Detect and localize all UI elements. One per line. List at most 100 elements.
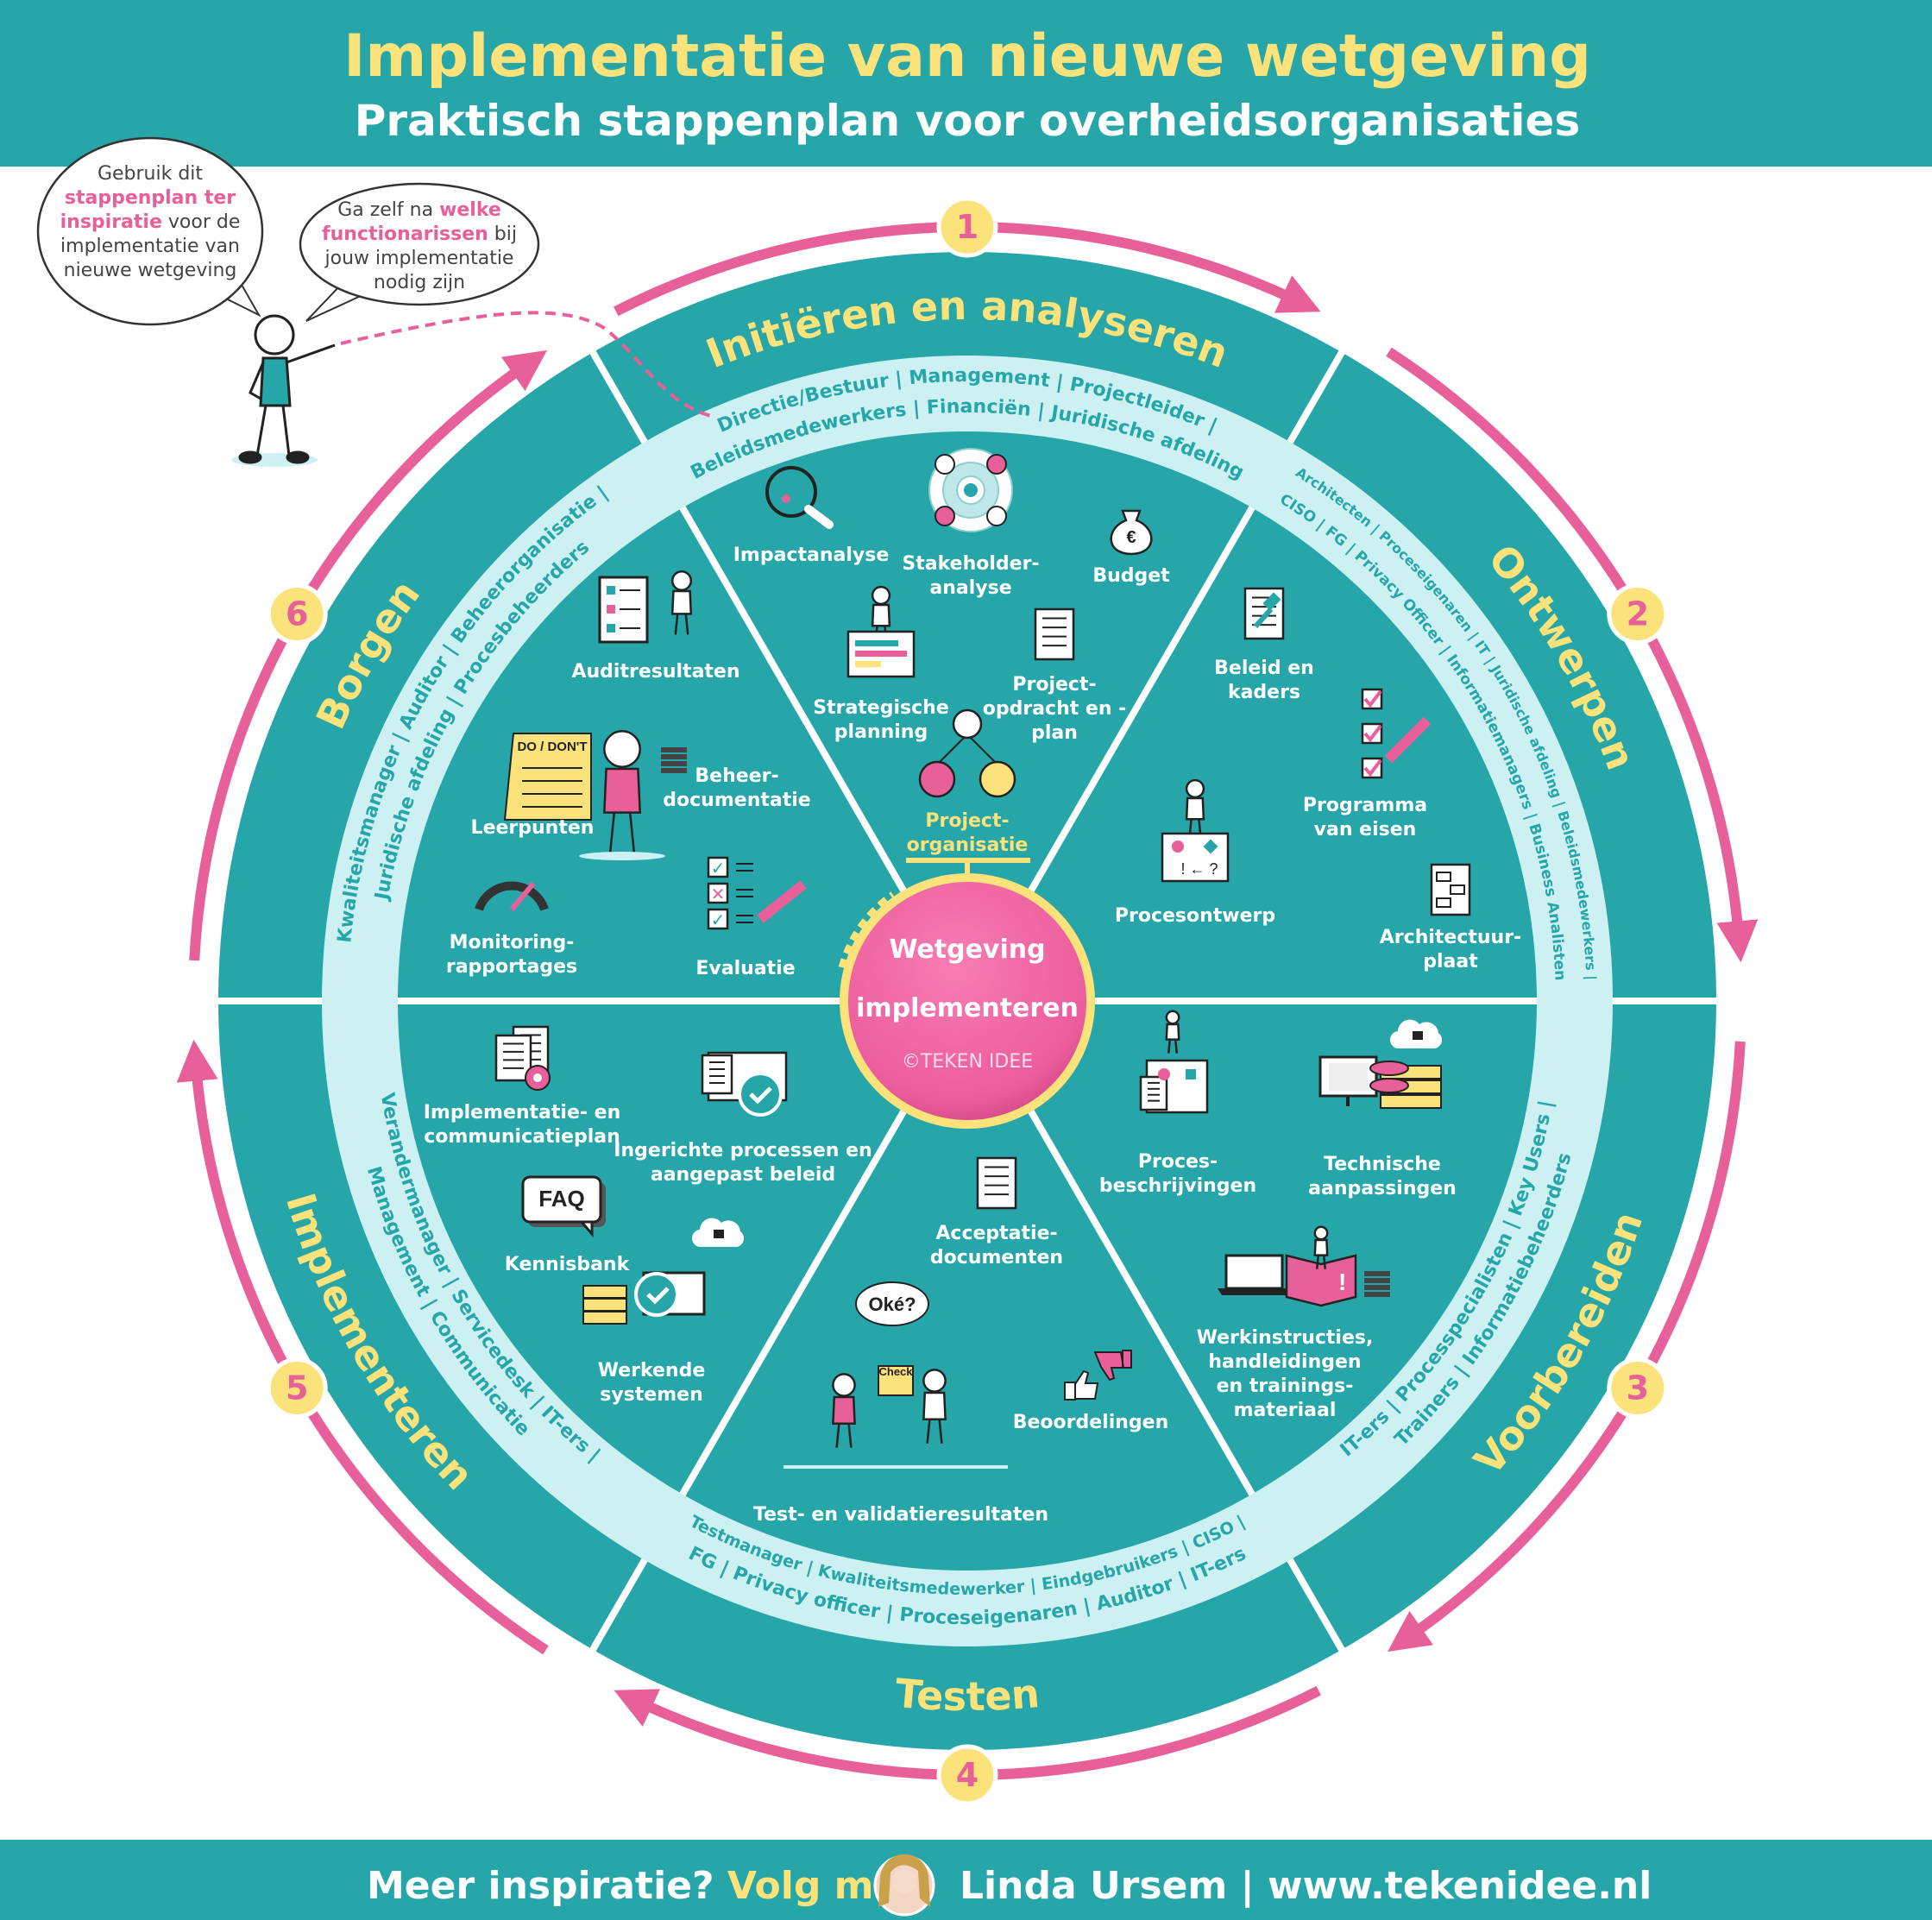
process-paper-icon xyxy=(1139,1010,1209,1114)
check-note: Check xyxy=(878,1365,913,1378)
phase-4-item-label: Acceptatie-documenten xyxy=(930,1223,1063,1268)
svg-text:!: ! xyxy=(1338,1268,1346,1295)
step-number: 1 xyxy=(956,208,979,246)
item-label-line: Project- xyxy=(925,810,1009,832)
person-icon xyxy=(579,730,687,860)
bubble-line: Gebruik dit xyxy=(98,163,203,185)
faq-text: FAQ xyxy=(538,1186,584,1212)
item-label-line: organisatie xyxy=(907,834,1029,856)
sticky-note-icon: DO / DON'T xyxy=(503,733,592,821)
item-label-line: Evaluatie xyxy=(695,958,795,979)
dashed-pointer-line xyxy=(340,311,715,419)
step-1-badge: 1 xyxy=(936,196,998,258)
bubble-text: nodig zijn xyxy=(374,272,465,293)
item-label-line: en trainings- xyxy=(1217,1375,1354,1397)
footer-author-website[interactable]: Linda Ursem | www.tekenidee.nl xyxy=(960,1864,1652,1908)
phase-2-item-label: Procesontwerp xyxy=(1115,905,1275,927)
step-2-badge: 2 xyxy=(1607,583,1669,645)
bubble-text: implementatie van xyxy=(60,236,240,257)
gauge-icon xyxy=(475,881,549,911)
audit-board-icon xyxy=(598,570,693,644)
item-label-line: Kennisbank xyxy=(505,1254,631,1275)
page-subtitle: Praktisch stappenplan voor overheidsorga… xyxy=(355,96,1580,146)
magnifier-icon xyxy=(765,466,834,529)
two-people-icon: Check Oké? xyxy=(783,1281,1008,1469)
item-label-line: opdracht en - xyxy=(983,698,1127,720)
footer-inspiration: Meer inspiratie? xyxy=(367,1864,727,1908)
bubble-text: nieuwe wetgeving xyxy=(64,260,237,281)
step-number: 2 xyxy=(1627,595,1649,633)
document-icon xyxy=(1034,607,1075,661)
phase-1-item-label: Project-opdracht en -plan xyxy=(983,674,1127,744)
bubble-line: nodig zijn xyxy=(374,272,465,293)
item-label-line: Auditresultaten xyxy=(571,661,739,683)
item-label-line: plan xyxy=(1031,722,1078,744)
item-label-line: beschrijvingen xyxy=(1099,1175,1256,1197)
bubble-line: Ga zelf na welke xyxy=(337,199,501,221)
item-label-line: Leerpunten xyxy=(471,817,595,839)
do-dont-label: DO / DON'T xyxy=(517,740,587,754)
step-3-badge: 3 xyxy=(1607,1357,1669,1419)
item-label-line: kaders xyxy=(1228,682,1300,703)
item-label-line: Acceptatie- xyxy=(935,1223,1057,1244)
svg-text:✓: ✓ xyxy=(711,911,726,930)
process-board-icon: ! ← ? xyxy=(1161,778,1230,883)
item-label-line: Programma xyxy=(1303,795,1427,816)
bubble-highlight: functionarissen xyxy=(322,223,488,245)
phase-1-item-label: Project-organisatie xyxy=(907,810,1029,856)
presenter-figure-icon xyxy=(231,314,336,467)
item-label-line: handleidingen xyxy=(1208,1351,1361,1373)
phase-1-item-label: Stakeholder-analyse xyxy=(902,553,1039,599)
flowchart-document-icon xyxy=(1430,863,1471,916)
documents-gear-icon xyxy=(494,1025,551,1091)
oke-text: Oké? xyxy=(868,1294,916,1315)
bubble-line: implementatie van xyxy=(60,236,240,257)
bubble-highlight: inspiratie xyxy=(60,211,162,233)
server-cloud-icon xyxy=(1318,1019,1443,1109)
bubble-text: Gebruik dit xyxy=(98,163,203,185)
stakeholder-target-icon xyxy=(928,448,1013,532)
page-title: Implementatie van nieuwe wetgeving xyxy=(343,22,1591,91)
phase-6-item-label: Auditresultaten xyxy=(571,661,739,683)
systems-icon xyxy=(582,1218,745,1325)
phase-4-item-label: Test- en validatieresultaten xyxy=(753,1504,1048,1526)
document-list-icon xyxy=(976,1156,1017,1210)
bubble-line: functionarissen bij xyxy=(322,223,517,245)
item-label-line: plaat xyxy=(1423,951,1478,973)
phase-6-item-label: Monitoring-rapportages xyxy=(446,932,577,978)
bubble-highlight: welke xyxy=(439,199,501,221)
svg-text:€: € xyxy=(1126,528,1136,547)
phase-2-item-label: Programma van eisen xyxy=(1303,795,1427,840)
checklist-pencil-icon xyxy=(1361,688,1432,779)
bubble-line: inspiratie voor de xyxy=(60,211,241,233)
svg-text:✓: ✓ xyxy=(711,859,726,878)
phase-2-item-label: Architectuur-plaat xyxy=(1380,927,1521,973)
step-number: 4 xyxy=(956,1756,979,1794)
step-number: 3 xyxy=(1627,1369,1649,1407)
item-label-line: van eisen xyxy=(1314,819,1417,840)
item-label-line: documentatie xyxy=(663,790,810,811)
bubble-text: voor de xyxy=(162,211,240,233)
phase-3-item-label: Proces-beschrijvingen xyxy=(1099,1151,1256,1197)
item-label-line: documenten xyxy=(930,1247,1063,1268)
checklist-icon: ✓✕✓ xyxy=(707,856,807,930)
item-label-line: rapportages xyxy=(446,956,577,978)
item-label-line: Project- xyxy=(1012,674,1096,696)
bubble-line: nieuwe wetgeving xyxy=(64,260,237,281)
item-label-line: systemen xyxy=(600,1384,702,1406)
item-label-line: Werkinstructies, xyxy=(1197,1327,1374,1349)
phase-5-item-label: Kennisbank xyxy=(505,1254,631,1275)
oke-speech-bubble: Oké? xyxy=(855,1281,929,1326)
money-bag-icon: € xyxy=(1110,509,1153,556)
footer-follow-link[interactable]: Volg me xyxy=(727,1864,899,1908)
sector-divider xyxy=(1024,349,1346,898)
footer-bar xyxy=(0,1840,1932,1920)
org-chart-icon xyxy=(918,708,1016,798)
